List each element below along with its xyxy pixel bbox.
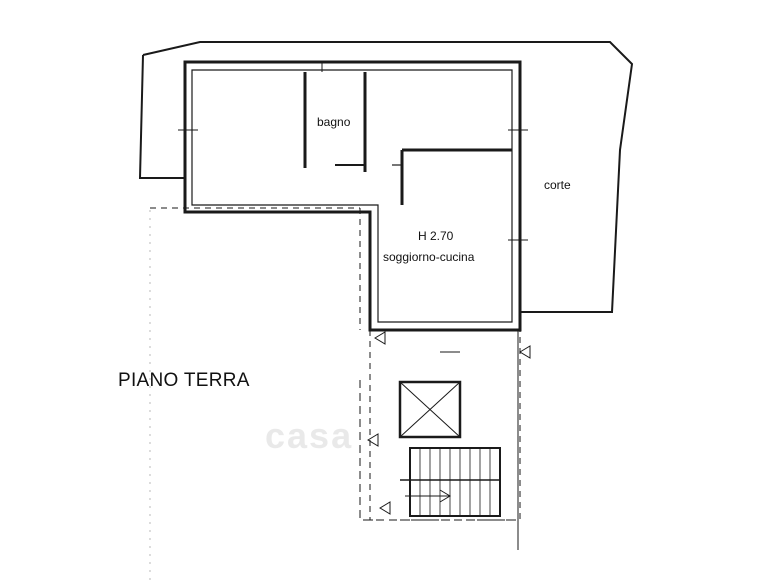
floor-label: PIANO TERRA	[118, 370, 250, 391]
marker-arrow-3	[367, 433, 379, 447]
door-tick-right	[508, 129, 528, 241]
room-label-bathroom: bagno	[317, 115, 351, 129]
room-label-living-kitchen: soggiorno-cucina	[383, 250, 475, 264]
stair-arrow	[405, 489, 451, 503]
room-height-label: H 2.70	[418, 229, 454, 243]
building-outline-lower	[359, 380, 515, 521]
marker-arrow-4	[379, 501, 391, 515]
courtyard-boundary	[138, 41, 634, 313]
marker-arrow-2	[519, 345, 531, 359]
marker-arrow-1	[374, 331, 386, 345]
apartment-inner-wall	[191, 69, 513, 323]
stair-steps	[419, 448, 491, 516]
lift-cross	[399, 381, 461, 438]
room-label-courtyard: corte	[544, 178, 571, 192]
apartment-outer-wall	[183, 60, 522, 332]
watermark-logo: casa	[265, 415, 354, 456]
lift-shaft	[398, 380, 462, 439]
stair-block	[409, 447, 501, 517]
kitchen-wall	[400, 148, 512, 205]
